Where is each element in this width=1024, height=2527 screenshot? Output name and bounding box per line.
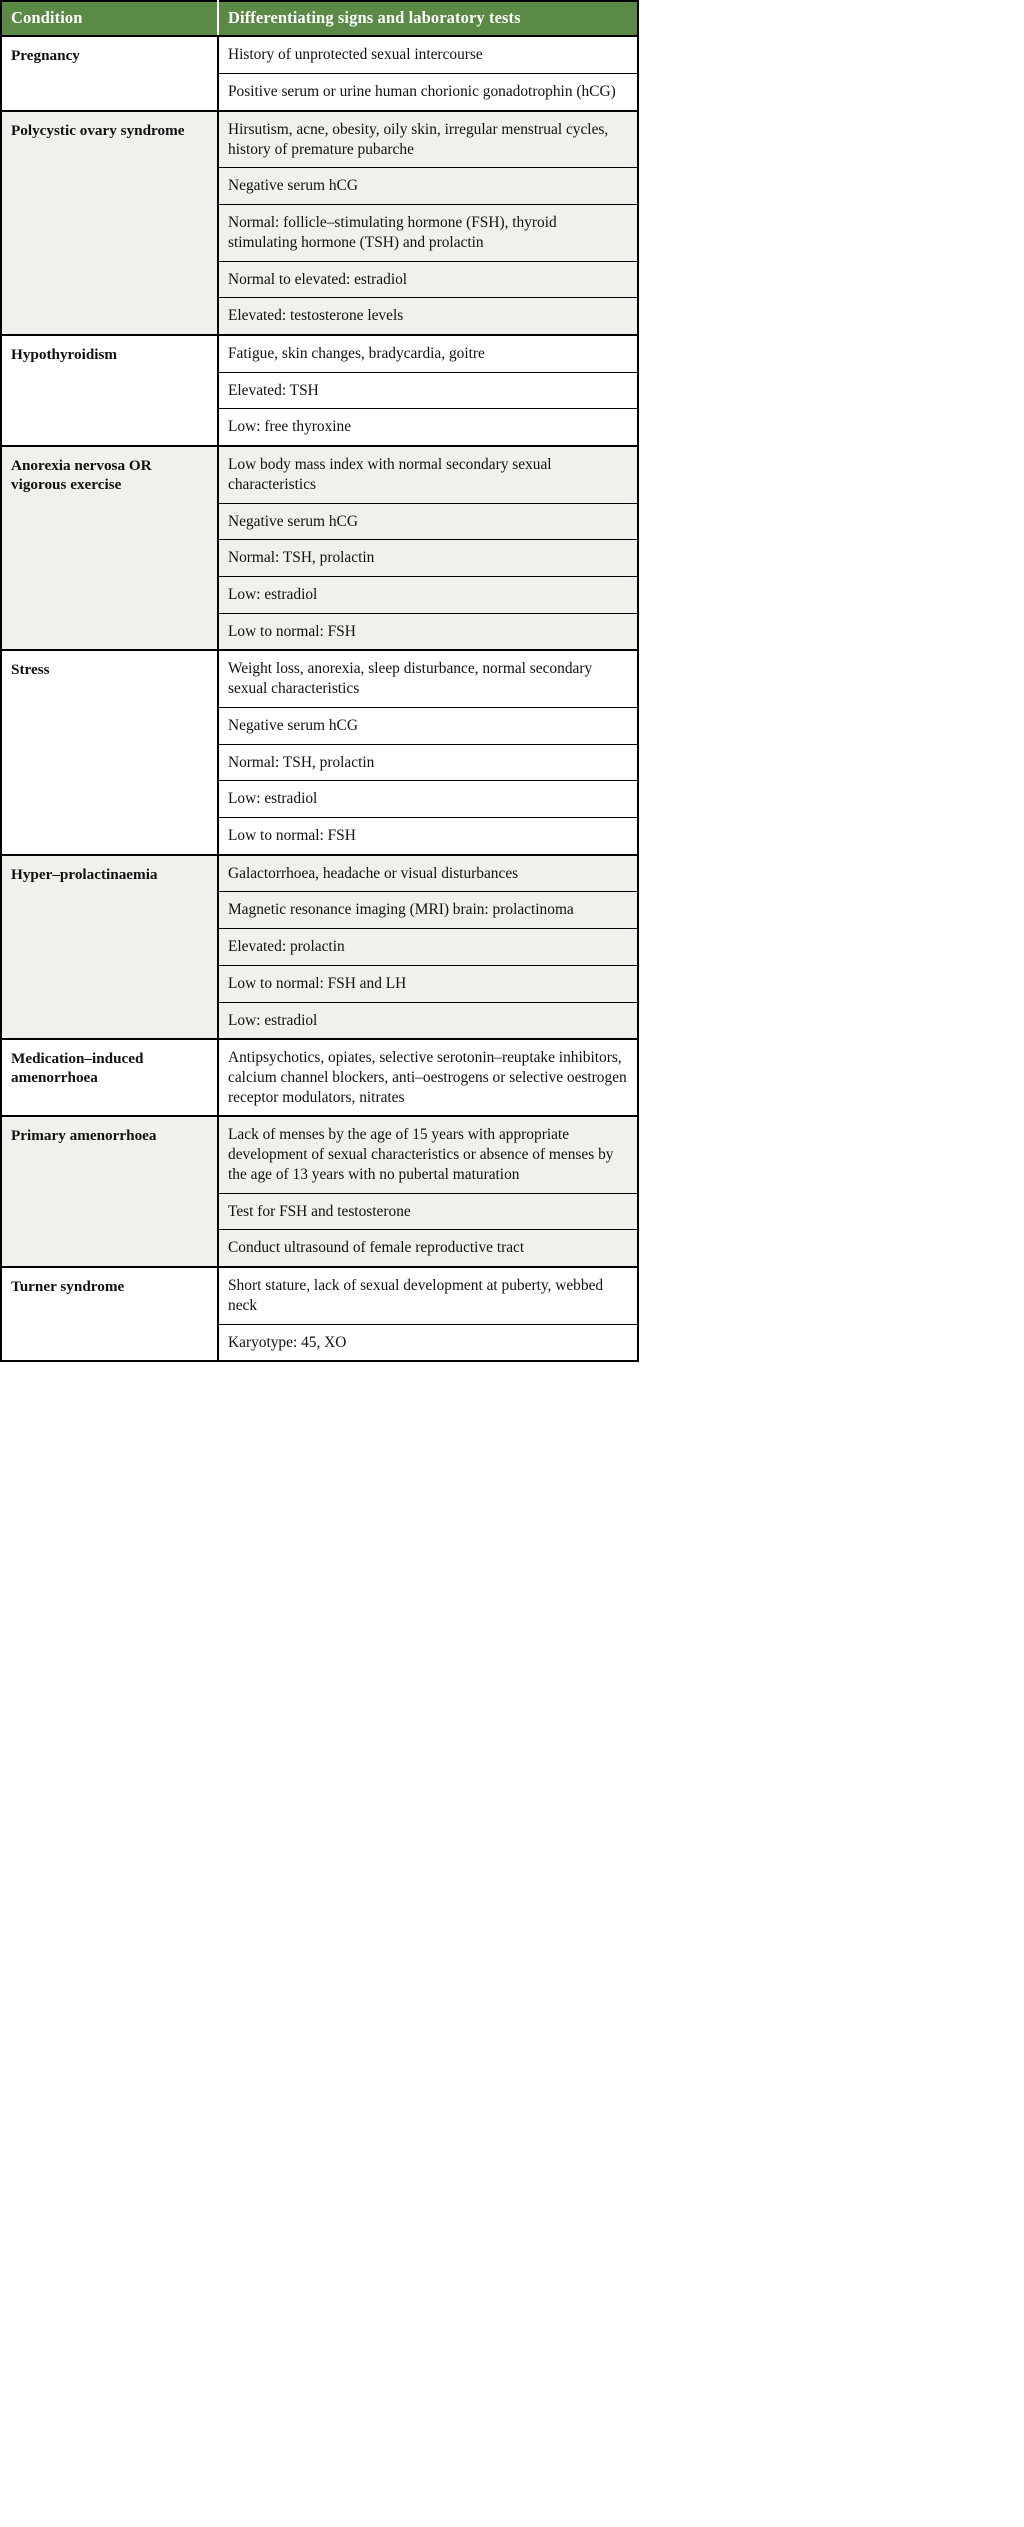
sign-cell: Galactorrhoea, headache or visual distur…	[218, 853, 638, 892]
sign-cell: Magnetic resonance imaging (MRI) brain: …	[218, 891, 638, 929]
table-row: Primary amenorrhoea Lack of menses by the…	[1, 1115, 638, 1268]
sign-cell: Low to normal: FSH	[218, 816, 638, 855]
sign-cell: Low body mass index with normal secondar…	[218, 445, 638, 504]
table-row: Hypothyroidism Fatigue, skin changes, bra…	[1, 333, 638, 447]
condition-label: Primary amenorrhoea	[11, 1127, 157, 1145]
table-row: Conduct ultrasound of female reproductiv…	[1, 1229, 638, 1268]
table-row: Polycystic ovary syndrome Hirsutism, acne…	[1, 109, 638, 335]
table-row: Low: estradiol	[1, 1001, 638, 1040]
table-header-row: Condition Differentiating signs and labo…	[1, 1, 638, 38]
condition-cell: Stress	[1, 649, 219, 855]
table-row: Normal: TSH, prolactin	[1, 539, 638, 577]
condition-cell: Turner syndrome	[1, 1266, 219, 1362]
sign-cell: Fatigue, skin changes, bradycardia, goit…	[218, 333, 638, 373]
table-row: Normal: follicle–stimulating hormone (FS…	[1, 204, 638, 261]
differential-diagnosis-table-wrapper: Condition Differentiating signs and labo…	[0, 0, 639, 1363]
column-header-condition: Condition	[1, 1, 219, 38]
column-header-signs: Differentiating signs and laboratory tes…	[218, 1, 638, 38]
sign-cell: Low to normal: FSH and LH	[218, 964, 638, 1003]
table-row: Normal to elevated: estradiol	[1, 260, 638, 298]
sign-cell: Negative serum hCG	[218, 502, 638, 540]
table-body: Pregnancy History of unprotected sexual i…	[1, 35, 638, 1362]
table-row: Low: free thyroxine	[1, 408, 638, 447]
table-header: Condition Differentiating signs and labo…	[1, 1, 638, 38]
sign-cell: Low: estradiol	[218, 1001, 638, 1040]
condition-cell: Hypothyroidism	[1, 333, 219, 447]
sign-cell: Low: estradiol	[218, 780, 638, 818]
table-row: Magnetic resonance imaging (MRI) brain: …	[1, 891, 638, 929]
sign-cell: Positive serum or urine human chorionic …	[218, 73, 638, 111]
table-row: Low to normal: FSH	[1, 816, 638, 855]
sign-cell: Test for FSH and testosterone	[218, 1192, 638, 1230]
condition-label: Turner syndrome	[11, 1278, 125, 1296]
table-row: Hyper–prolactinaemia Galactorrhoea, heada…	[1, 853, 638, 1040]
table-row: Low to normal: FSH	[1, 612, 638, 651]
condition-cell: Anorexia nervosa OR vigorous exercise	[1, 445, 219, 651]
table-row: Negative serum hCG	[1, 706, 638, 745]
differential-diagnosis-table: Condition Differentiating signs and labo…	[0, 0, 639, 1363]
table-row: Negative serum hCG	[1, 502, 638, 540]
sign-cell: Normal: follicle–stimulating hormone (FS…	[218, 204, 638, 261]
table-row: Pregnancy History of unprotected sexual i…	[1, 35, 638, 111]
sign-cell: Conduct ultrasound of female reproductiv…	[218, 1229, 638, 1268]
sign-cell: Weight loss, anorexia, sleep disturbance…	[218, 649, 638, 708]
table-row: Normal: TSH, prolactin	[1, 743, 638, 781]
condition-label: Anorexia nervosa OR vigorous exercise	[11, 457, 152, 493]
table-row: Turner syndrome Short stature, lack of se…	[1, 1266, 638, 1362]
table-row: Low: estradiol	[1, 780, 638, 818]
sign-cell: Normal to elevated: estradiol	[218, 260, 638, 298]
sign-cell: Low to normal: FSH	[218, 612, 638, 651]
sign-cell: Normal: TSH, prolactin	[218, 743, 638, 781]
table-row: Medication–induced amenorrhoea Antipsycho…	[1, 1038, 638, 1117]
condition-label: Medication–induced amenorrhoea	[11, 1050, 144, 1086]
table-row: Elevated: TSH	[1, 371, 638, 409]
table-row: Stress Weight loss, anorexia, sleep distu…	[1, 649, 638, 855]
sign-cell: Elevated: testosterone levels	[218, 297, 638, 335]
condition-label: Polycystic ovary syndrome	[11, 121, 185, 139]
condition-cell: Pregnancy	[1, 35, 219, 111]
condition-cell: Polycystic ovary syndrome	[1, 109, 219, 335]
condition-label: Hypothyroidism	[11, 345, 118, 363]
table-row: Positive serum or urine human chorionic …	[1, 73, 638, 111]
condition-label: Stress	[11, 661, 50, 679]
condition-label: Hyper–prolactinaemia	[11, 865, 158, 883]
table-row: Test for FSH and testosterone	[1, 1192, 638, 1230]
sign-cell: Hirsutism, acne, obesity, oily skin, irr…	[218, 109, 638, 168]
condition-cell: Primary amenorrhoea	[1, 1115, 219, 1268]
table-row: Low: estradiol	[1, 575, 638, 614]
sign-cell: Negative serum hCG	[218, 706, 638, 745]
table-row: Elevated: prolactin	[1, 928, 638, 966]
sign-cell: History of unprotected sexual intercours…	[218, 35, 638, 74]
sign-cell: Short stature, lack of sexual developmen…	[218, 1266, 638, 1324]
sign-cell: Lack of menses by the age of 15 years wi…	[218, 1115, 638, 1194]
sign-cell: Low: estradiol	[218, 575, 638, 614]
table-row: Low to normal: FSH and LH	[1, 964, 638, 1003]
condition-cell: Medication–induced amenorrhoea	[1, 1038, 219, 1117]
sign-cell: Antipsychotics, opiates, selective serot…	[218, 1038, 638, 1117]
table-row: Karyotype: 45, XO	[1, 1323, 638, 1362]
sign-cell: Elevated: TSH	[218, 371, 638, 409]
sign-cell: Negative serum hCG	[218, 167, 638, 205]
table-row: Negative serum hCG	[1, 167, 638, 205]
sign-cell: Karyotype: 45, XO	[218, 1323, 638, 1362]
condition-cell: Hyper–prolactinaemia	[1, 853, 219, 1040]
sign-cell: Normal: TSH, prolactin	[218, 539, 638, 577]
table-row: Elevated: testosterone levels	[1, 297, 638, 335]
sign-cell: Low: free thyroxine	[218, 408, 638, 447]
sign-cell: Elevated: prolactin	[218, 928, 638, 966]
condition-label: Pregnancy	[11, 47, 80, 65]
